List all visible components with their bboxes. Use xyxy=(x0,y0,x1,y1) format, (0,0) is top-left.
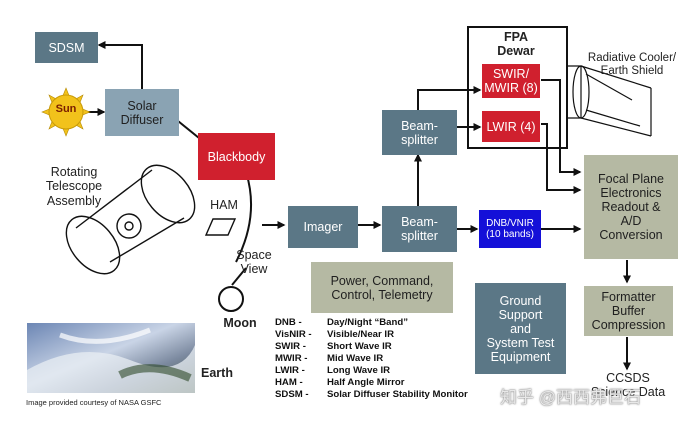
ham-mirror-icon xyxy=(204,218,237,236)
legend-def: Half Angle Mirror xyxy=(327,377,405,388)
moon-label: Moon xyxy=(223,316,257,330)
radiative-cooler-shape xyxy=(567,65,652,137)
legend-def: Short Wave IR xyxy=(327,341,392,352)
ground-support-box: Ground Support and System Test Equipment xyxy=(475,283,566,374)
swir-mwir-box: SWIR/ MWIR (8) xyxy=(482,64,540,98)
dnb-vnir-label: DNB/VNIR (10 bands) xyxy=(486,217,534,240)
moon-line xyxy=(231,267,247,286)
rotating-telescope-label: Rotating Telescope Assembly xyxy=(45,165,103,208)
arrow-diffuser-to-sdsm xyxy=(97,41,143,89)
legend-row: DNB - Day/Night “Band” xyxy=(275,317,468,329)
legend-row: SWIR - Short Wave IR xyxy=(275,341,468,353)
legend-row: VisNIR - Visible/Near IR xyxy=(275,329,468,341)
solar-diffuser-label: Solar Diffuser xyxy=(120,98,164,127)
imager-label: Imager xyxy=(303,220,343,234)
power-command-label: Power, Command, Control, Telemetry xyxy=(330,273,434,302)
image-credit: Image provided courtesy of NASA GSFC xyxy=(26,398,162,407)
fpa-dewar-box xyxy=(467,26,568,149)
ccsds-label: CCSDS Science Data xyxy=(590,371,666,400)
legend-row: SDSM - Solar Diffuser Stability Monitor xyxy=(275,389,468,401)
sdsm-box: SDSM xyxy=(35,32,98,63)
sun-icon xyxy=(41,87,91,137)
fpa-dewar-title: FPA Dewar xyxy=(497,30,535,59)
arrow-swir-to-fpe xyxy=(541,79,582,176)
legend-row: HAM - Half Angle Mirror xyxy=(275,377,468,389)
legend-def: Long Wave IR xyxy=(327,365,391,376)
imager-box: Imager xyxy=(288,206,358,248)
arrow-bs-to-swir xyxy=(417,86,482,111)
radiative-cooler-label: Radiative Cooler/ Earth Shield xyxy=(587,52,677,78)
legend-abbr: LWIR - xyxy=(275,365,305,376)
space-view-label: Space View xyxy=(236,248,272,277)
lwir-box: LWIR (4) xyxy=(482,111,540,142)
rotating-telescope-icon xyxy=(65,164,196,275)
legend-row: MWIR - Mid Wave IR xyxy=(275,353,468,365)
power-command-box: Power, Command, Control, Telemetry xyxy=(311,262,453,313)
watermark-text: 知乎 @西西弗巨石 xyxy=(500,388,641,407)
legend-row: LWIR - Long Wave IR xyxy=(275,365,468,377)
earth-label: Earth xyxy=(201,366,233,380)
legend-abbr: DNB - xyxy=(275,317,302,328)
formatter-box: Formatter Buffer Compression xyxy=(584,286,673,336)
beamsplitter-bottom-label: Beam- splitter xyxy=(401,215,438,243)
formatter-label: Formatter Buffer Compression xyxy=(591,290,666,332)
legend-def: Day/Night “Band” xyxy=(327,317,409,328)
earth-image xyxy=(27,323,195,393)
ham-label: HAM xyxy=(210,198,238,212)
arrow-lwir-to-fpe xyxy=(541,123,582,194)
abbreviation-legend: DNB - Day/Night “Band” VisNIR - Visible/Ne… xyxy=(275,317,468,401)
lwir-label: LWIR (4) xyxy=(486,119,536,134)
ground-support-label: Ground Support and System Test Equipment xyxy=(486,293,555,364)
blackbody-box: Blackbody xyxy=(198,133,275,180)
solar-diffuser-box: Solar Diffuser xyxy=(105,89,179,136)
legend-def: Mid Wave IR xyxy=(327,353,384,364)
legend-abbr: SDSM - xyxy=(275,389,309,400)
beamsplitter-bottom-box: Beam- splitter xyxy=(382,206,457,252)
legend-abbr: MWIR - xyxy=(275,353,308,364)
sdsm-label: SDSM xyxy=(48,40,85,55)
dnb-vnir-box: DNB/VNIR (10 bands) xyxy=(479,210,541,248)
beamsplitter-top-box: Beam- splitter xyxy=(382,110,457,155)
blackbody-label: Blackbody xyxy=(207,149,266,164)
legend-abbr: SWIR - xyxy=(275,341,306,352)
line-diffuser-to-blackbody xyxy=(177,120,200,139)
legend-def: Visible/Near IR xyxy=(327,329,395,340)
beamsplitter-top-label: Beam- splitter xyxy=(401,118,438,147)
sun-label: Sun xyxy=(55,103,77,115)
focal-plane-label: Focal Plane Electronics Readout & A/D Co… xyxy=(597,172,664,242)
legend-abbr: VisNIR - xyxy=(275,329,312,340)
swir-mwir-label: SWIR/ MWIR (8) xyxy=(484,67,538,95)
legend-abbr: HAM - xyxy=(275,377,303,388)
focal-plane-box: Focal Plane Electronics Readout & A/D Co… xyxy=(584,155,678,259)
moon-icon xyxy=(218,286,244,312)
legend-def: Solar Diffuser Stability Monitor xyxy=(327,389,468,400)
